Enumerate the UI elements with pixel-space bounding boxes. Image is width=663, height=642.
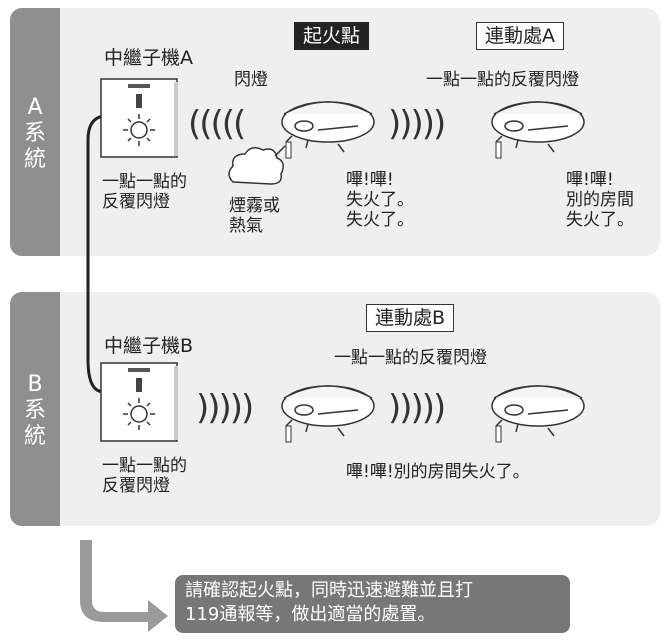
linked-a-flash-label: 一點一點的反覆閃燈 (426, 70, 579, 90)
smoke-label: 煙霧或 熱氣 (229, 196, 280, 236)
system-a-sidebar (10, 8, 60, 256)
smoke-detector-b1-icon (281, 385, 375, 443)
linked-a-tag: 連動處A (476, 22, 564, 50)
relay-a-title: 中繼子機A (104, 47, 193, 69)
linked-b-flash-label: 一點一點的反覆閃燈 (334, 348, 487, 368)
smoke-cloud-icon (228, 145, 286, 185)
smoke-detector-linked-a-icon (491, 101, 585, 159)
radio-wave-b-left: ))))) (196, 388, 254, 428)
relay-unit-b-icon (100, 362, 178, 442)
fire-origin-tag: 起火點 (294, 22, 370, 50)
radio-wave-a-left: ((((( (188, 104, 246, 144)
alarm-a2-text: 嗶!嗶! 別的房間 失火了。 (566, 170, 634, 230)
system-b-sidebar (10, 292, 60, 526)
smoke-detector-fire-origin-icon (281, 101, 375, 159)
relay-unit-a-icon (100, 78, 178, 158)
linked-b-tag: 連動處B (366, 304, 455, 332)
alarm-b-text: 嗶!嗶!別的房間失火了。 (346, 462, 530, 482)
radio-wave-b-right: ))))) (388, 388, 446, 428)
relay-b-title: 中繼子機B (104, 335, 194, 357)
instruction-banner: 請確認起火點，同時迅速避難並且打 119通報等，做出適當的處置。 (175, 575, 570, 633)
smoke-detector-b2-icon (491, 385, 585, 443)
relay-b-caption: 一點一點的 反覆閃燈 (102, 456, 187, 496)
flash-label: 閃燈 (234, 70, 268, 90)
radio-wave-a-right: ))))) (388, 104, 446, 144)
alarm-a1-text: 嗶!嗶! 失火了。 失火了。 (346, 170, 414, 230)
bottom-arrow-icon (80, 540, 168, 632)
relay-a-caption: 一點一點的 反覆閃燈 (102, 172, 187, 212)
